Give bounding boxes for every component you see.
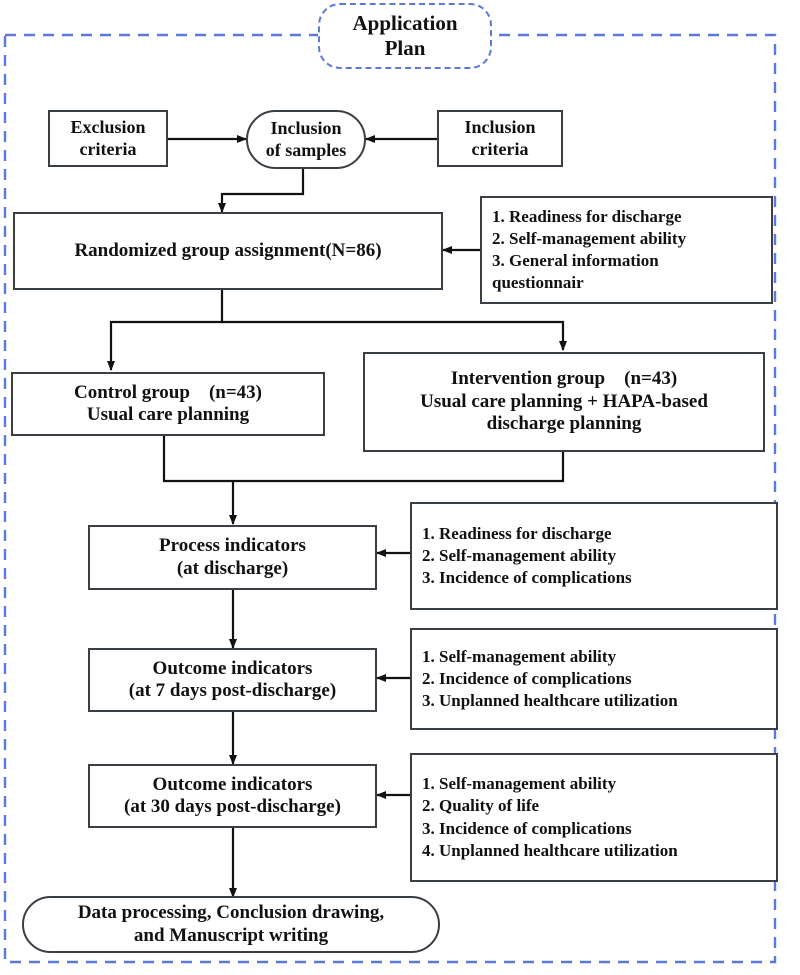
outcome-30d-measure-item-1: 1. Self-management ability [422,774,617,794]
outcome-7d-line-1: Outcome indicators [152,657,313,679]
node-randomized-group-assignment[interactable]: Randomized group assignment(N=86) [13,212,443,290]
connector-control-down [162,436,233,483]
exclusion-criteria-line-2: criteria [79,138,137,159]
inclusion-of-samples-line-2: of samples [265,139,347,160]
process-measure-item-1: 1. Readiness for discharge [422,523,612,543]
intervention-group-line-1: Intervention group (n=43) [450,368,678,390]
baseline-measure-item-1: 1. Readiness for discharge [492,206,682,226]
inclusion-of-samples-line-1: Inclusion [270,118,342,139]
process-measure-item-3: 3. Incidence of complications [422,568,632,588]
outcome-30d-line-1: Outcome indicators [152,773,313,795]
randomized-assignment-label: Randomized group assignment(N=86) [74,239,382,261]
node-inclusion-criteria[interactable]: Inclusion criteria [437,110,563,167]
intervention-group-line-2: Usual care planning + HAPA-based [420,390,708,412]
control-group-line-1: Control group (n=43) [73,381,262,403]
connector-randomized-to-intervention [222,320,567,351]
process-indicators-line-2: (at discharge) [176,557,289,579]
node-intervention-group[interactable]: Intervention group (n=43) Usual care pla… [363,352,765,452]
title-line-1: Application [352,11,458,36]
node-control-group[interactable]: Control group (n=43) Usual care planning [11,372,325,436]
outcome-7d-measure-item-2: 2. Incidence of complications [422,668,632,688]
baseline-measure-item-2: 2. Self-management ability [492,228,687,248]
process-indicators-line-1: Process indicators [159,535,306,557]
title-application-plan: Application Plan [318,3,492,69]
outcome-7d-line-2: (at 7 days post-discharge) [128,680,337,701]
node-process-indicators[interactable]: Process indicators (at discharge) [88,525,377,590]
connector-intervention-down [233,452,565,483]
panel-outcome-measures-7-days[interactable]: 1. Self-management ability 2. Incidence … [410,628,778,730]
panel-outcome-measures-30-days[interactable]: 1. Self-management ability 2. Quality of… [410,753,778,882]
connector-inclusion-to-randomized [218,169,305,213]
panel-baseline-measures[interactable]: 1. Readiness for discharge 2. Self-manag… [480,196,773,304]
control-group-line-2: Usual care planning [86,404,250,425]
baseline-measure-item-3: 3. General information [492,251,659,270]
node-exclusion-criteria[interactable]: Exclusion criteria [48,110,168,167]
outcome-30d-measure-item-2: 2. Quality of life [422,796,540,816]
outcome-7d-measure-item-3: 3. Unplanned healthcare utilization [422,691,678,711]
outcome-7d-measure-item-1: 1. Self-management ability [422,646,617,666]
inclusion-criteria-line-2: criteria [471,138,529,159]
node-final-step[interactable]: Data processing, Conclusion drawing, and… [22,896,440,953]
outcome-30d-measure-item-3: 3. Incidence of complications [422,818,632,838]
baseline-measure-item-3-cont: questionnair [492,273,584,293]
final-step-line-1: Data processing, Conclusion drawing, [77,902,385,924]
exclusion-criteria-line-1: Exclusion [70,117,146,138]
process-measure-item-2: 2. Self-management ability [422,545,617,565]
inclusion-criteria-line-1: Inclusion [464,117,536,138]
panel-process-measures[interactable]: 1. Readiness for discharge 2. Self-manag… [410,502,778,610]
outcome-30d-measure-item-4: 4. Unplanned healthcare utilization [422,840,678,860]
outcome-30d-line-2: (at 30 days post-discharge) [124,796,341,817]
node-outcome-indicators-7-days[interactable]: Outcome indicators (at 7 days post-disch… [88,648,377,712]
intervention-group-line-3: discharge planning [486,413,642,435]
title-line-2: Plan [384,36,426,60]
connector-randomized-split [107,290,224,371]
node-outcome-indicators-30-days[interactable]: Outcome indicators (at 30 days post-disc… [88,764,377,828]
node-inclusion-of-samples[interactable]: Inclusion of samples [246,110,366,169]
final-step-line-2: and Manuscript writing [133,924,329,946]
